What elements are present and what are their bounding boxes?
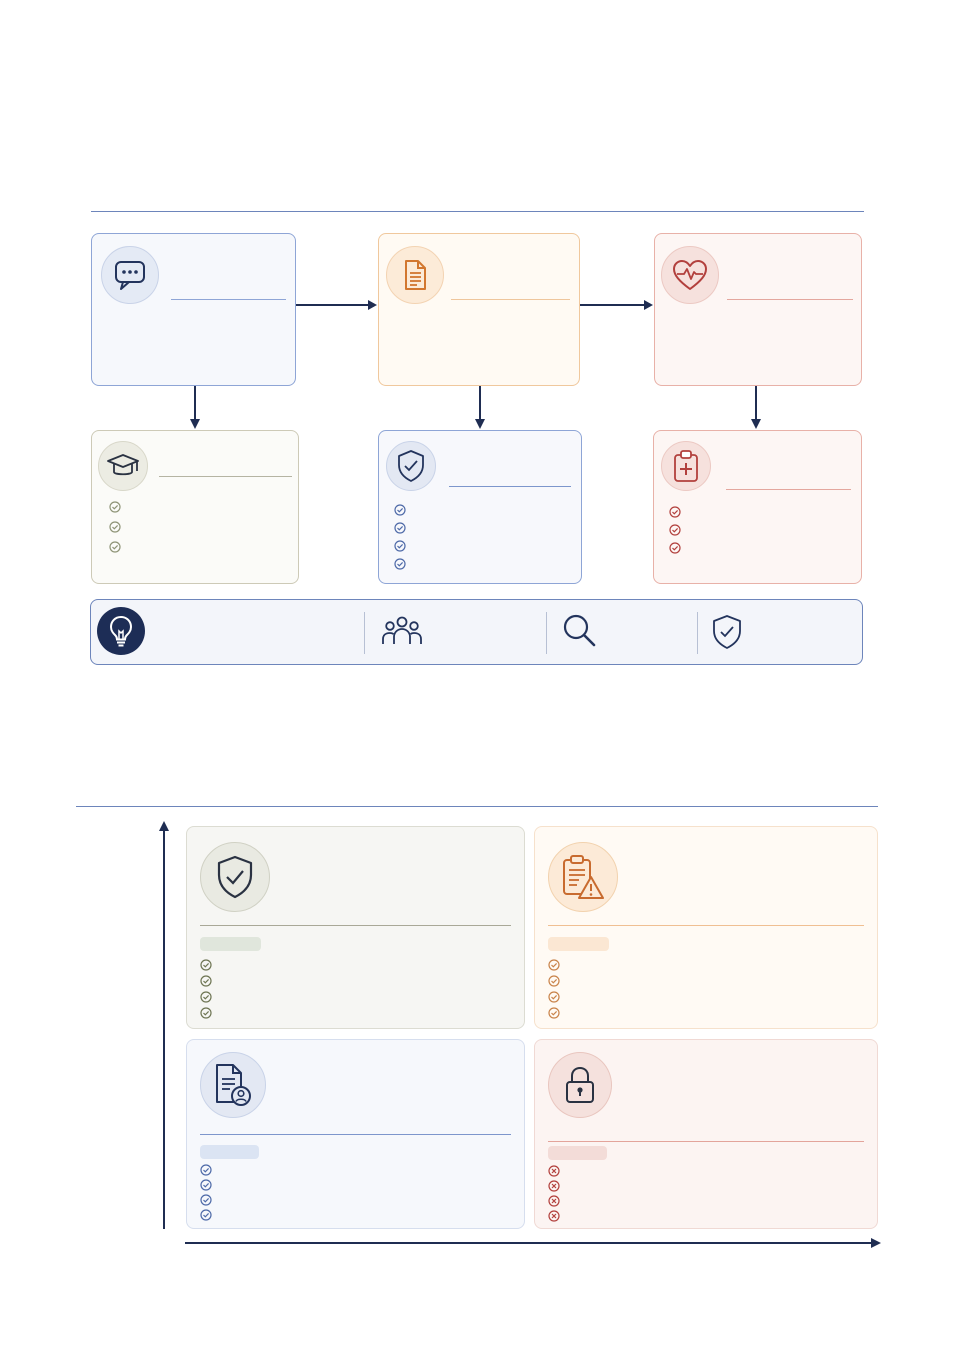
lightbulb-icon	[109, 615, 133, 647]
check-circle-icon	[669, 524, 681, 536]
bar-separator	[546, 612, 547, 654]
section-divider-bottom	[76, 806, 878, 807]
label-placeholder-pill	[548, 937, 609, 951]
check-circle-icon	[109, 541, 121, 553]
flow-arrow-down	[475, 386, 485, 429]
check-circle-icon	[200, 1209, 212, 1221]
check-circle-icon	[109, 521, 121, 533]
x-circle-icon	[548, 1180, 560, 1192]
shield-check-icon	[713, 615, 741, 649]
label-placeholder-pill	[548, 1146, 607, 1160]
shield-check-icon	[217, 855, 253, 899]
icon-circle	[386, 246, 444, 304]
check-circle-icon	[394, 540, 406, 552]
flow-arrow-right	[580, 300, 653, 310]
title-placeholder-line	[451, 299, 570, 300]
flow-subbox-medical	[653, 430, 862, 584]
icon-circle	[661, 441, 711, 491]
medical-clipboard-icon	[674, 450, 698, 482]
title-placeholder-line	[200, 925, 511, 926]
check-circle-icon	[200, 1164, 212, 1176]
checklist	[200, 959, 212, 1019]
bar-separator	[364, 612, 365, 654]
flow-arrow-right	[296, 300, 377, 310]
title-placeholder-line	[548, 925, 864, 926]
check-circle-icon	[548, 975, 560, 987]
lightbulb-badge	[97, 607, 145, 655]
check-circle-icon	[394, 504, 406, 516]
search-icon	[563, 614, 596, 647]
flow-subbox-education	[91, 430, 299, 584]
title-placeholder-line	[171, 299, 286, 300]
check-circle-icon	[200, 975, 212, 987]
label-placeholder-pill	[200, 1145, 259, 1159]
title-placeholder-line	[726, 489, 851, 490]
checklist	[548, 959, 560, 1019]
quadrant-cell-bottom-left	[186, 1039, 525, 1229]
heart-pulse-icon	[673, 260, 707, 290]
principles-bar	[90, 599, 863, 665]
label-placeholder-pill	[200, 937, 261, 951]
check-circle-icon	[548, 1007, 560, 1019]
check-circle-icon	[200, 1007, 212, 1019]
chat-bubble-icon	[115, 261, 145, 290]
check-circle-icon	[200, 959, 212, 971]
checklist	[669, 506, 681, 554]
flow-subbox-security	[378, 430, 582, 584]
icon-circle	[200, 1052, 266, 1118]
icon-circle	[548, 842, 618, 912]
quadrant-cell-top-left	[186, 826, 525, 1029]
icon-circle	[98, 441, 148, 491]
icon-circle	[548, 1052, 612, 1118]
quadrant-cell-top-right	[534, 826, 878, 1029]
check-circle-icon	[548, 991, 560, 1003]
icon-circle	[200, 842, 270, 912]
title-placeholder-line	[548, 1141, 864, 1142]
cross-list	[548, 1165, 560, 1222]
document-user-icon	[216, 1064, 251, 1106]
checklist	[200, 1164, 212, 1221]
section-divider-top	[91, 211, 864, 212]
check-circle-icon	[669, 506, 681, 518]
x-circle-icon	[548, 1165, 560, 1177]
lock-icon	[566, 1066, 594, 1103]
check-circle-icon	[669, 542, 681, 554]
x-circle-icon	[548, 1195, 560, 1207]
shield-check-icon	[398, 450, 424, 482]
check-circle-icon	[394, 558, 406, 570]
clipboard-warning-icon	[563, 855, 604, 899]
title-placeholder-line	[200, 1134, 511, 1135]
quadrant-cell-bottom-right	[534, 1039, 878, 1229]
title-placeholder-line	[727, 299, 853, 300]
title-placeholder-line	[159, 476, 292, 477]
y-axis-arrow	[159, 821, 169, 1229]
check-circle-icon	[394, 522, 406, 534]
icon-circle	[661, 246, 719, 304]
check-circle-icon	[109, 501, 121, 513]
flow-box-health	[654, 233, 862, 386]
checklist	[394, 504, 406, 570]
flow-arrow-down	[751, 386, 761, 429]
check-circle-icon	[548, 959, 560, 971]
checklist	[109, 501, 121, 553]
icon-circle	[101, 246, 159, 304]
flow-box-communication	[91, 233, 296, 386]
check-circle-icon	[200, 991, 212, 1003]
document-icon	[405, 260, 426, 290]
x-axis-arrow	[185, 1238, 881, 1248]
title-placeholder-line	[449, 486, 571, 487]
check-circle-icon	[200, 1179, 212, 1191]
graduation-cap-icon	[107, 454, 139, 476]
check-circle-icon	[200, 1194, 212, 1206]
people-icon	[382, 616, 422, 644]
x-circle-icon	[548, 1210, 560, 1222]
icon-circle	[386, 441, 436, 491]
flow-box-document	[378, 233, 580, 386]
flow-arrow-down	[190, 386, 200, 429]
bar-separator	[697, 612, 698, 654]
